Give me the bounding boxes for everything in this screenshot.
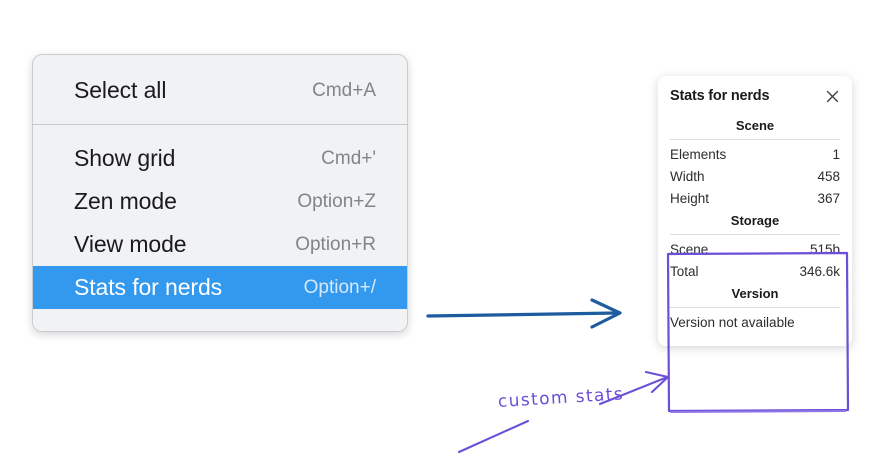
stat-row: Elements 1 (670, 143, 840, 165)
section-heading: Storage (730, 213, 780, 228)
blue-arrow (426, 298, 622, 329)
context-menu[interactable]: Select all Cmd+A Show grid Cmd+' Zen mod… (32, 54, 408, 332)
section-heading: Scene (735, 118, 775, 133)
section-scene: Scene Elements 1 Width 458 Height 367 (670, 114, 840, 209)
annotation-label-custom-stats: custom stats (497, 384, 625, 412)
menu-item-label: View mode (74, 231, 187, 257)
menu-group-1: Select all Cmd+A (33, 55, 407, 124)
stat-key: Elements (670, 146, 727, 162)
stat-row: Total 346.6k (670, 260, 840, 282)
menu-item-label: Zen mode (74, 188, 177, 214)
menu-item-label: Stats for nerds (74, 274, 223, 300)
menu-divider (33, 124, 407, 125)
stat-value: 346.6k (799, 263, 840, 279)
stat-row: Width 458 (670, 165, 840, 187)
menu-item-stats-for-nerds[interactable]: Stats for nerds Option+/ (33, 266, 407, 309)
section-storage: Storage Scene 515b Total 346.6k (670, 209, 840, 282)
stat-key: Total (670, 263, 699, 279)
menu-item-label: Show grid (74, 145, 176, 171)
stat-row: Scene 515b (670, 238, 840, 260)
menu-group-2: Show grid Cmd+' Zen mode Option+Z View m… (33, 125, 407, 309)
menu-item-shortcut: Option+Z (297, 190, 376, 212)
stats-for-nerds-panel: Stats for nerds Scene Elements 1 Width 4… (658, 76, 852, 346)
menu-item-zen-mode[interactable]: Zen mode Option+Z (33, 180, 407, 223)
stat-value: 1 (832, 146, 840, 162)
menu-item-shortcut: Cmd+A (312, 79, 376, 101)
section-rule (670, 234, 840, 235)
stat-key: Width (670, 168, 705, 184)
menu-item-shortcut: Cmd+' (321, 147, 376, 169)
close-icon[interactable] (825, 89, 840, 104)
section-heading: Version (731, 286, 779, 301)
stat-value: 458 (817, 168, 840, 184)
menu-item-show-grid[interactable]: Show grid Cmd+' (33, 137, 407, 180)
purple-arrow-lower (457, 419, 530, 454)
stat-value: 515b (809, 241, 840, 257)
menu-footer-spacer (33, 309, 407, 331)
menu-item-label: Select all (74, 77, 167, 103)
version-value: Version not available (670, 315, 795, 330)
panel-header: Stats for nerds (670, 86, 840, 114)
panel-title: Stats for nerds (670, 88, 770, 104)
section-rule (670, 307, 840, 308)
stat-value: 367 (817, 190, 840, 206)
stat-key: Scene (670, 241, 709, 257)
stat-row: Height 367 (670, 187, 840, 209)
section-version: Version Version not available (670, 282, 840, 332)
menu-item-shortcut: Option+/ (303, 276, 376, 298)
stat-key: Height (670, 190, 710, 206)
section-rule (670, 139, 840, 140)
menu-item-shortcut: Option+R (295, 233, 376, 255)
menu-item-select-all[interactable]: Select all Cmd+A (33, 69, 407, 112)
menu-item-view-mode[interactable]: View mode Option+R (33, 223, 407, 266)
